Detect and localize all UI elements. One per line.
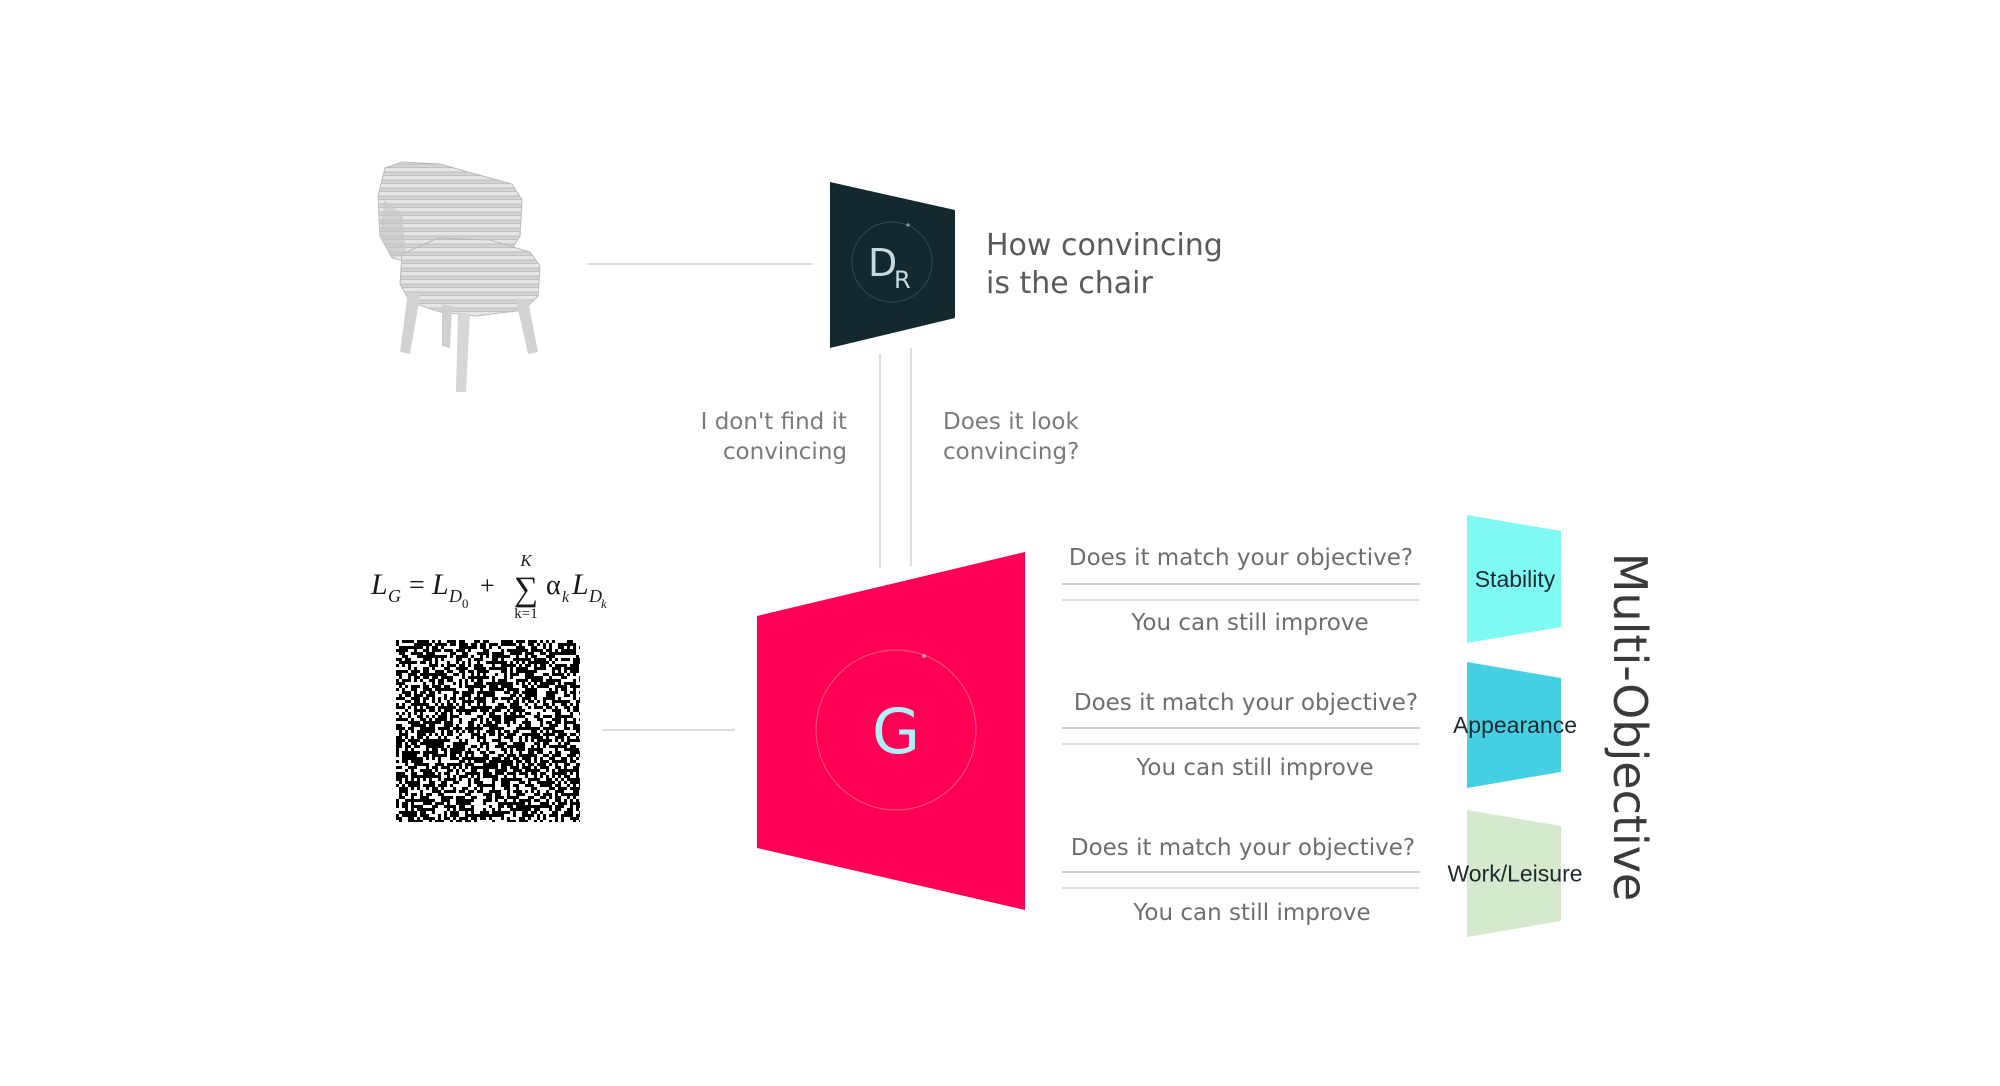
objective-question: Does it match your objective? [1069,545,1413,571]
feedback-left-line1: I don't find it [701,409,847,435]
feedback-left-line2: convincing [723,439,847,465]
objective-label: Appearance [1453,712,1577,738]
objective-question: Does it match your objective? [1071,835,1415,861]
feedback-right-line2: convincing? [943,439,1079,465]
objective-row-3: Does it match your objective? You can sti… [1062,810,1583,937]
svg-text:k: k [562,589,570,606]
svg-text:+: + [480,571,495,600]
objective-discriminator-block [1467,810,1561,937]
objective-question: Does it match your objective? [1074,690,1418,716]
voxel-chair-icon [377,161,541,392]
svg-text:α: α [546,570,561,601]
objective-row-1: Does it match your objective? You can sti… [1062,515,1561,643]
objective-label: Work/Leisure [1447,861,1582,887]
svg-text:G: G [388,586,401,606]
svg-text:L: L [431,568,449,601]
generator-letter: G [872,695,920,768]
objective-discriminator-block [1467,515,1561,643]
generator-block: G [757,552,1025,910]
svg-text:L: L [571,568,589,601]
svg-text:0: 0 [462,596,469,611]
discriminator-letter: D [868,241,897,285]
svg-text:D: D [448,586,462,606]
objective-discriminator-block [1467,662,1561,788]
loss-formula: L G = L D 0 + K ∑ k=1 α k L D k [370,551,607,622]
discriminator-caption-line1: How convincing [986,228,1223,263]
discriminator-block: D R [830,182,955,348]
svg-text:k=1: k=1 [514,606,537,622]
discriminator-caption-line2: is the chair [986,266,1153,301]
objective-label: Stability [1475,566,1556,592]
discriminator-subscript: R [894,266,911,294]
svg-text:=: = [409,570,425,601]
objective-row-2: Does it match your objective? You can sti… [1062,662,1577,788]
svg-text:k: k [601,596,607,611]
svg-text:∑: ∑ [514,571,538,608]
svg-text:D: D [588,586,602,606]
svg-text:K: K [519,551,533,570]
objective-response: You can still improve [1130,610,1368,636]
objective-response: You can still improve [1132,900,1370,926]
multi-objective-label: Multi-Objective [1603,553,1657,901]
svg-text:L: L [370,568,388,601]
feedback-right-line1: Does it look [943,409,1079,435]
objective-response: You can still improve [1135,755,1373,781]
noise-image [396,640,582,823]
